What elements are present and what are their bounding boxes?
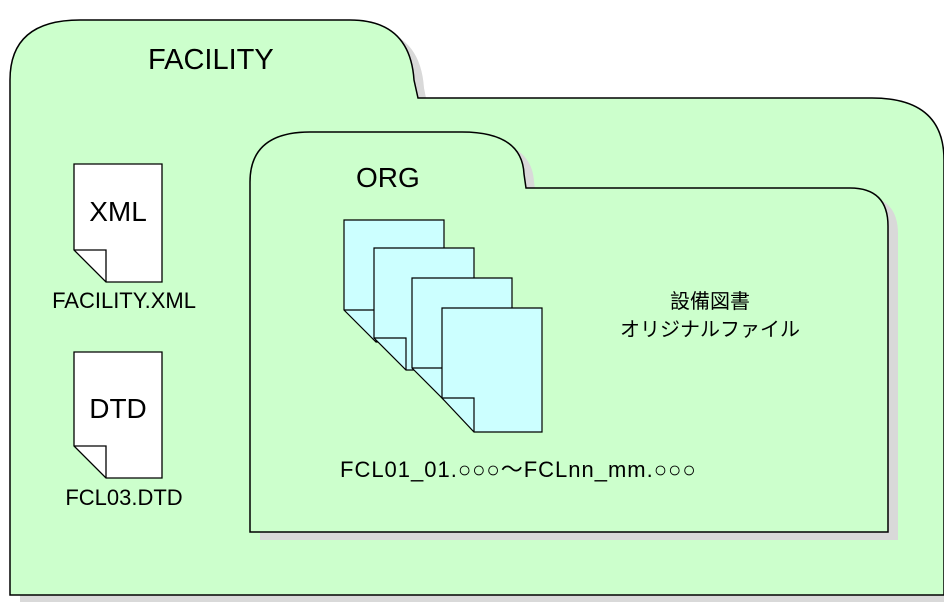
description-line-2: オリジナルファイル — [620, 319, 800, 341]
xml-document-icon — [73, 163, 163, 283]
dtd-document-icon — [73, 351, 163, 479]
file-range-label: FCL01_01.○○○～FCLnn_mm.○○○ — [340, 457, 697, 482]
description-line-1: 設備図書 — [670, 291, 750, 313]
dtd-filename: FCL03.DTD — [65, 485, 183, 510]
outer-folder-label: FACILITY — [148, 44, 274, 76]
xml-filename: FACILITY.XML — [52, 288, 196, 313]
xml-type-label: XML — [89, 196, 147, 227]
original-file-stack — [343, 219, 543, 433]
original-files-description: 設備図書 オリジナルファイル — [560, 288, 860, 344]
dtd-type-label: DTD — [89, 393, 147, 424]
original-file-icon — [441, 307, 543, 433]
inner-folder-label: ORG — [356, 162, 420, 193]
